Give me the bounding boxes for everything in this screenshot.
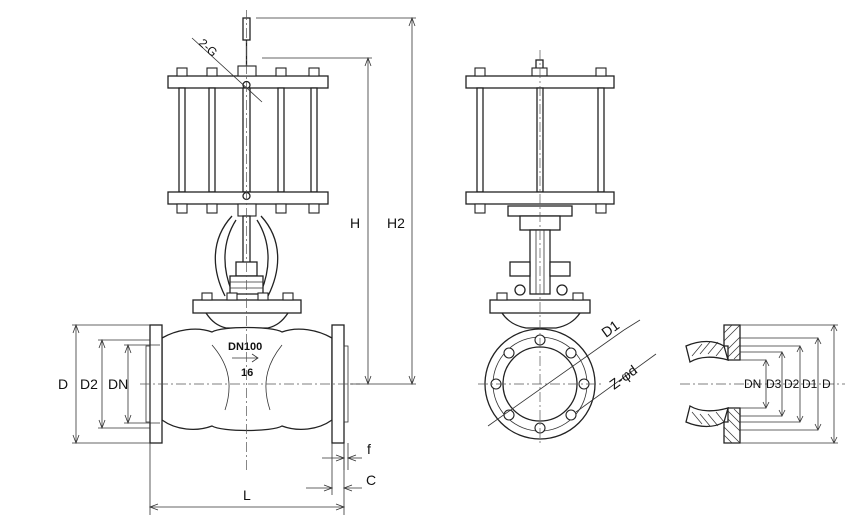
dim-line-D1-side xyxy=(487,329,625,427)
dim-label-D1-side: D1 xyxy=(598,317,622,341)
front-view: DN100 16 D D2 DN L f xyxy=(58,10,416,515)
dim-label-Zd: Z-φd xyxy=(606,362,640,393)
dim-label-C: C xyxy=(366,472,376,488)
dim-label-L: L xyxy=(243,487,251,503)
flange-hatching xyxy=(691,324,741,444)
bottom-nuts xyxy=(176,203,320,217)
detail-label-D2: D2 xyxy=(784,377,800,391)
leader-2G xyxy=(191,37,263,103)
top-nuts xyxy=(176,65,320,77)
flow-arrow-icon xyxy=(232,353,259,363)
body-pressure-mark: 16 xyxy=(241,367,253,379)
side-top-nuts xyxy=(474,67,607,77)
bonnet-nuts xyxy=(201,292,294,301)
side-bottom-nuts xyxy=(474,203,607,214)
detail-label-DN: DN xyxy=(744,377,761,391)
detail-label-D3: D3 xyxy=(766,377,782,391)
dim-label-H2: H2 xyxy=(387,215,405,231)
dim-label-H: H xyxy=(350,215,360,231)
detail-label-D: D xyxy=(822,377,831,391)
yoke-right xyxy=(260,215,279,297)
body-size-mark: DN100 xyxy=(228,341,262,353)
tie-rods xyxy=(178,87,318,193)
side-view: D1 Z-φd xyxy=(465,50,657,445)
dim-label-D: D xyxy=(58,376,68,392)
dim-label-f: f xyxy=(367,441,371,457)
yoke-left xyxy=(214,215,233,297)
side-bonnet-nuts xyxy=(496,292,584,301)
flange-detail-view: DN D3 D2 D1 D xyxy=(680,324,845,444)
dim-label-DN: DN xyxy=(108,376,128,392)
leader-Zd xyxy=(575,353,657,413)
detail-label-D1: D1 xyxy=(802,377,818,391)
dim-label-D2: D2 xyxy=(80,376,98,392)
bonnet-flange xyxy=(192,299,302,314)
dim-label-2G: 2-G xyxy=(196,36,220,60)
